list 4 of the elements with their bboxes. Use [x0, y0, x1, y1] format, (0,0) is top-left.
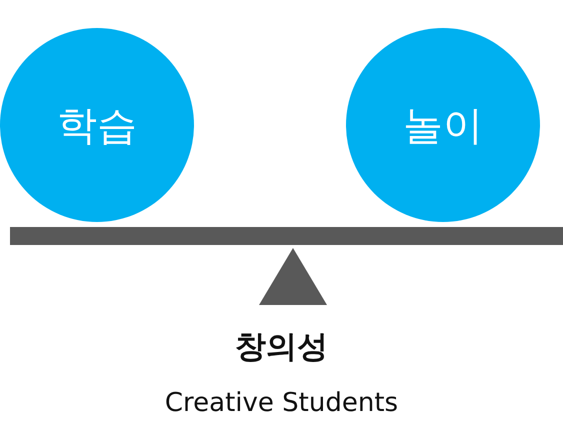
- heading-text: 창의성: [234, 328, 329, 367]
- subtitle-text: Creative Students: [164, 388, 400, 418]
- node-label: 학습: [57, 102, 137, 150]
- node-label: 놀이: [403, 102, 483, 150]
